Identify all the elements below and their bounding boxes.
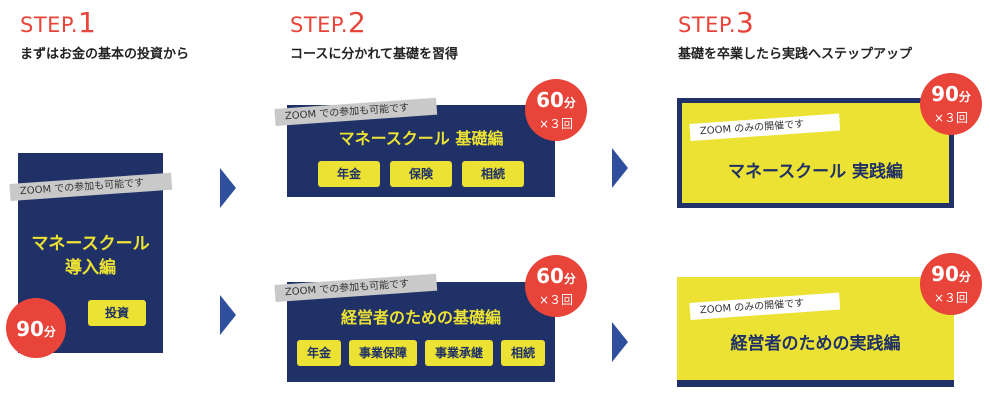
topic-pill: 年金 (318, 161, 380, 187)
executive-basic-course-card: 経営者のための基礎編 年金 事業保障 事業承継 相続 (287, 282, 555, 382)
intro-duration-badge: 90分 (6, 298, 66, 358)
badge-unit: 分 (958, 270, 971, 284)
badge-sessions: ×３回 (933, 111, 969, 125)
executive-basic-course-title: 経営者のための基礎編 (340, 308, 501, 327)
step-number: 2 (348, 6, 367, 39)
executive-basic-topics: 年金 事業保障 事業承継 相続 (287, 340, 555, 366)
arrow-right-icon (220, 295, 236, 335)
step-1-label: STEP.1 (20, 6, 96, 39)
badge-unit: 分 (563, 96, 576, 110)
arrow-right-icon (612, 148, 628, 188)
topic-pill: 事業保障 (348, 340, 417, 366)
topic-pill: 保険 (390, 161, 452, 187)
step-prefix: STEP. (290, 13, 348, 37)
badge-sessions: ×３回 (933, 291, 969, 305)
arrow-right-icon (612, 322, 628, 362)
badge-unit: 分 (563, 272, 576, 286)
step-3-label: STEP.3 (678, 6, 754, 39)
step-2-description: コースに分かれて基礎を習得 (290, 47, 458, 62)
step-number: 1 (78, 6, 97, 39)
arrow-right-icon (220, 168, 236, 208)
topic-pill: 年金 (296, 340, 341, 366)
badge-unit: 分 (958, 90, 971, 104)
badge-minutes: 90 (16, 317, 44, 341)
intro-course-title-line1: マネースクール (31, 234, 150, 254)
topic-pill: 相続 (462, 161, 524, 187)
badge-minutes: 90 (931, 262, 959, 286)
badge-minutes: 60 (536, 88, 564, 112)
badge-unit: 分 (43, 325, 56, 339)
badge-minutes: 90 (931, 82, 959, 106)
badge-minutes: 60 (536, 264, 564, 288)
badge-sessions: ×３回 (538, 117, 574, 131)
executive-practical-course-title: 経営者のための実践編 (730, 334, 901, 354)
executive-practical-duration-badge: 90分 ×３回 (920, 253, 982, 315)
topic-pill-investment: 投資 (88, 300, 146, 326)
badge-sessions: ×３回 (538, 293, 574, 307)
executive-basic-duration-badge: 60分 ×３回 (525, 255, 587, 317)
practical-duration-badge: 90分 ×３回 (920, 73, 982, 135)
intro-course-title-line2: 導入編 (65, 258, 116, 278)
topic-pill: 事業承継 (425, 340, 494, 366)
step-prefix: STEP. (20, 13, 78, 37)
topic-pill: 相続 (501, 340, 546, 366)
step-3-description: 基礎を卒業したら実践へステップアップ (678, 47, 913, 62)
step-prefix: STEP. (678, 13, 736, 37)
basic-course-title: マネースクール 基礎編 (338, 129, 504, 148)
step-number: 3 (736, 6, 755, 39)
basic-course-topics: 年金 保険 相続 (287, 161, 555, 187)
basic-duration-badge: 60分 ×３回 (525, 79, 587, 141)
practical-course-title: マネースクール 実践編 (727, 162, 904, 182)
step-1-description: まずはお金の基本の投資から (20, 47, 190, 62)
step-2-label: STEP.2 (290, 6, 366, 39)
